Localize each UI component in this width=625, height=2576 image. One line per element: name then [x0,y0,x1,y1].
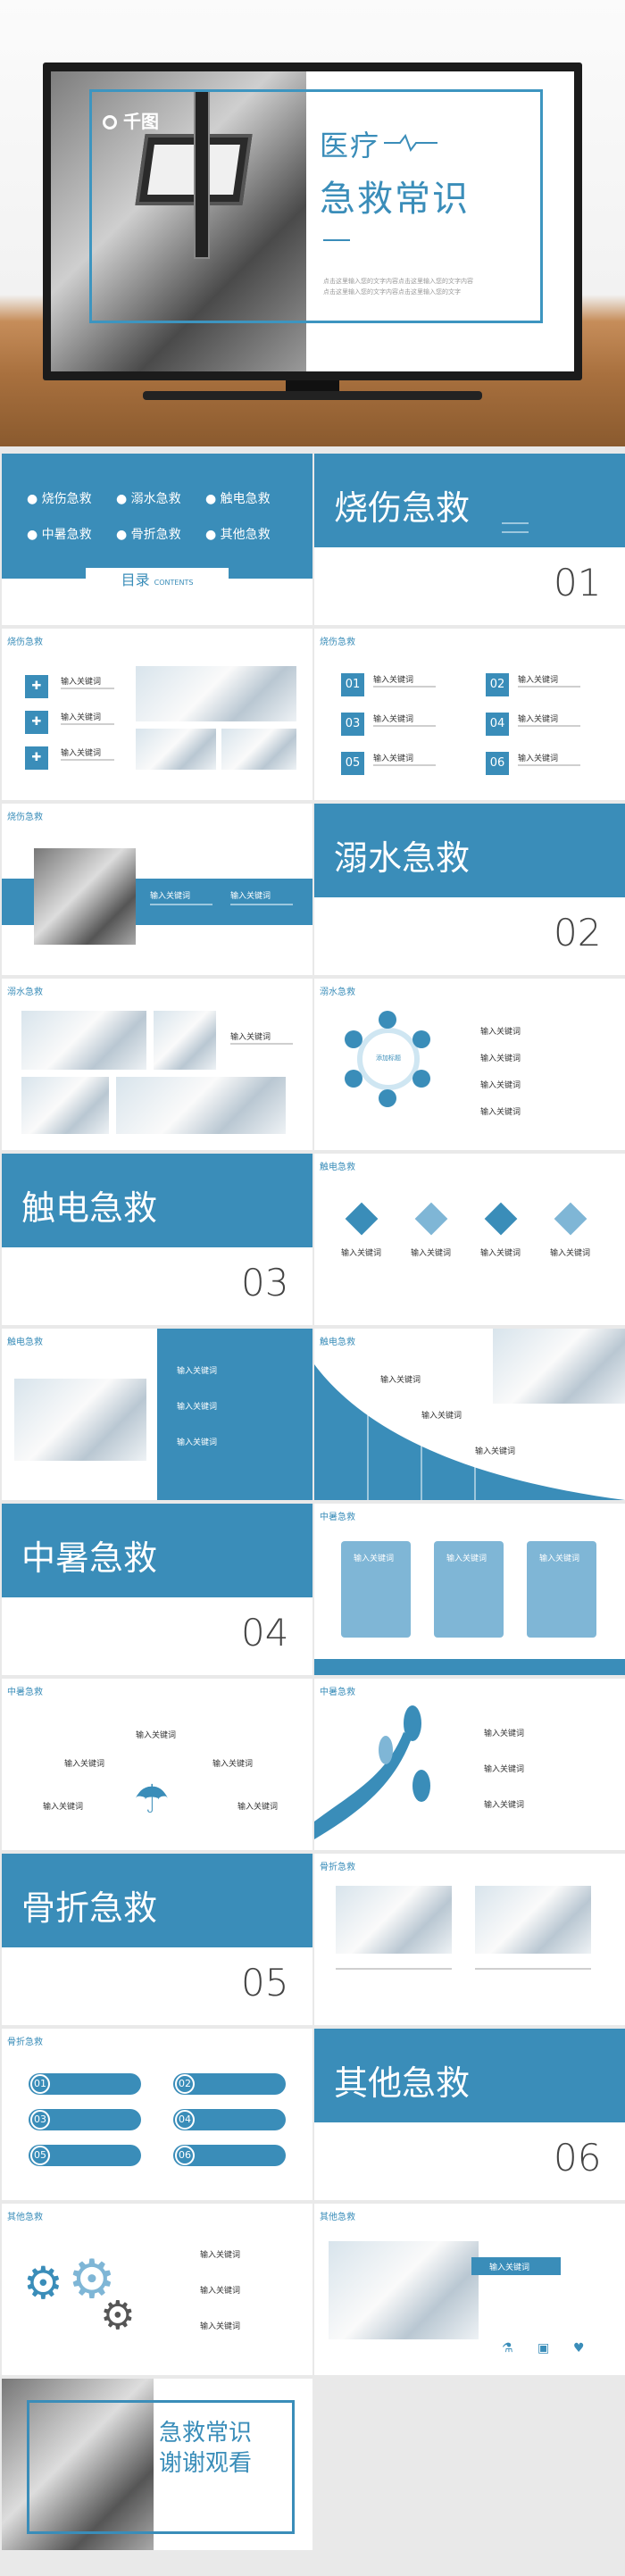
gear-icon: ⚙ [23,2257,63,2309]
cover-title-2: 急救常识 [320,179,470,220]
slide-shock-3: 触电急救 输入关键词 输入关键词 输入关键词 [314,1329,625,1500]
slide-ending: 急救常识 谢谢观看 [2,2379,312,2550]
slide-drown-1: 溺水急救 输入关键词 [2,979,312,1150]
slide-shock-2: 触电急救 输入关键词 输入关键词 输入关键词 [2,1329,312,1500]
area-graphic [314,1364,625,1500]
branch-graphic [314,1705,430,1839]
toc-label: 目录 CONTENTS [86,568,229,589]
cover-title-1: 医疗 [320,129,381,163]
slide-burn-3: 烧伤急救 输入关键词 输入关键词 [2,804,312,975]
briefcase-icon: ▣ [538,2341,550,2355]
heart-icon: ♥ [573,2341,585,2355]
slide-heat-3: 中暑急救 输入关键词 输入关键词 输入关键词 [314,1679,625,1850]
slide-other-1: 其他急救 ⚙ ⚙ ⚙ 输入关键词 输入关键词 输入关键词 [2,2204,312,2375]
gear-icon: ⚙ [68,2248,116,2311]
slide-fracture-2: 骨折急救 01 03 05 02 04 06 [2,2029,312,2200]
slide-heat-1: 中暑急救 输入关键词 输入关键词 输入关键词 [314,1504,625,1675]
slide-other-2: 其他急救 输入关键词 ⚗ ▣ ♥ [314,2204,625,2375]
cover-mockup: 千图 医疗 急救常识 点击这里输入您的文字内容点击这里输入您的文字内容 点击这里… [0,0,625,446]
slide-drown-2: 溺水急救 添加标题 输入关键词 输入关键词 输入关键词 输入关键词 [314,979,625,1150]
slide-toc: ● 烧伤急救 ● 溺水急救 ● 触电急救 ● 中暑急救 ● 骨折急救 ● 其他急… [2,454,312,625]
heartbeat-icon [384,134,438,152]
slide-empty [314,2379,625,2550]
logo-icon: 千图 [103,107,159,133]
slide-section-5: 骨折急救 05 [2,1854,312,2025]
slide-section-6: 其他急救 06 [314,2029,625,2200]
umbrella-icon: ☂ [134,1777,170,1822]
slide-section-3: 触电急救 03 [2,1154,312,1325]
gear-icon: ⚙ [100,2293,136,2338]
slide-burn-1: 烧伤急救 ✚输入关键词 ✚输入关键词 ✚输入关键词 [2,629,312,800]
slide-section-1: 烧伤急救 01 [314,454,625,625]
slide-fracture-1: 骨折急救 [314,1854,625,2025]
cover-frame [89,89,543,323]
slide-shock-1: 触电急救 输入关键词 输入关键词 输入关键词 输入关键词 [314,1154,625,1325]
slide-section-4: 中暑急救 04 [2,1504,312,1675]
slide-heat-2: 中暑急救 ☂ 输入关键词 输入关键词 输入关键词 输入关键词 输入关键词 [2,1679,312,1850]
slide-section-2: 溺水急救 02 [314,804,625,975]
flask-icon: ⚗ [502,2341,513,2355]
